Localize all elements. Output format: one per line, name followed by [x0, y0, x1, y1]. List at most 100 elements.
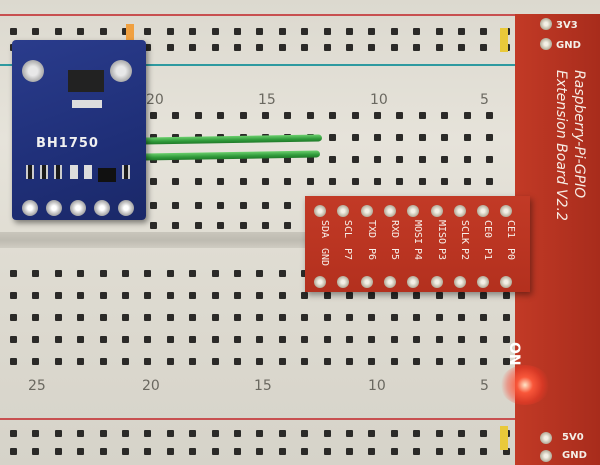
- rail-hole: [323, 44, 331, 51]
- strip-hole: [390, 292, 398, 299]
- extension-board-title: Raspberry-Pi-GPIO Extension Board V2.2: [552, 70, 588, 221]
- strip-hole: [239, 112, 247, 119]
- strip-hole: [150, 112, 157, 119]
- rail-hole: [54, 448, 62, 455]
- rail-hole: [32, 28, 40, 35]
- strip-hole: [144, 292, 152, 299]
- strip-hole: [390, 358, 398, 365]
- board-title-line1: Raspberry-Pi-GPIO: [571, 70, 587, 199]
- rail-hole: [323, 28, 331, 35]
- extension-header-pin: [500, 205, 513, 217]
- column-number-15-bottom: 15: [254, 378, 272, 394]
- strip-hole: [346, 336, 353, 343]
- strip-hole: [10, 270, 17, 277]
- orange-marker: [126, 24, 134, 42]
- light-sensor-icon: [68, 70, 104, 92]
- strip-hole: [217, 178, 225, 185]
- strip-hole: [396, 156, 404, 163]
- smd-resistor: [40, 165, 48, 179]
- strip-hole: [441, 156, 449, 163]
- rail-hole: [166, 44, 174, 51]
- strip-hole: [99, 358, 107, 365]
- strip-hole: [217, 156, 225, 163]
- rail-hole: [346, 448, 353, 455]
- strip-hole: [390, 336, 398, 343]
- column-number-25: 25: [28, 378, 46, 394]
- strip-hole: [150, 222, 157, 229]
- yellow-marker: [500, 28, 508, 52]
- column-number-15: 15: [258, 92, 276, 108]
- column-number-5: 5: [480, 92, 489, 108]
- rail-hole: [211, 44, 219, 51]
- strip-hole: [278, 336, 286, 343]
- rail-hole: [54, 28, 62, 35]
- strip-hole: [234, 270, 241, 277]
- strip-hole: [306, 112, 314, 119]
- strip-hole: [396, 112, 404, 119]
- strip-hole: [194, 178, 202, 185]
- strip-hole: [211, 336, 219, 343]
- extension-header-pin: [453, 205, 466, 217]
- strip-hole: [256, 336, 264, 343]
- strip-hole: [172, 222, 180, 229]
- rail-hole: [435, 44, 443, 51]
- extension-header-pin: [337, 205, 350, 217]
- rail-hole: [390, 448, 398, 455]
- rail-hole: [10, 28, 17, 35]
- column-number-10-bottom: 10: [368, 378, 386, 394]
- strip-hole: [301, 270, 309, 277]
- rail-hole: [413, 430, 421, 437]
- strip-hole: [54, 336, 62, 343]
- strip-hole: [284, 112, 292, 119]
- rail-hole: [301, 44, 309, 51]
- strip-hole: [396, 178, 404, 185]
- strip-hole: [211, 358, 219, 365]
- strip-hole: [262, 112, 269, 119]
- strip-hole: [435, 336, 443, 343]
- strip-hole: [480, 292, 488, 299]
- extension-header-pin: [337, 276, 350, 288]
- pin-label-mosi: MOSI: [412, 220, 424, 245]
- strip-hole: [211, 270, 219, 277]
- extension-header-pin: [430, 276, 443, 288]
- rail-hole: [99, 430, 107, 437]
- strip-hole: [441, 112, 449, 119]
- pin-label-gnd: GND: [319, 248, 330, 267]
- strip-hole: [278, 358, 286, 365]
- on-indicator-label: ON: [506, 342, 522, 366]
- rail-hole: [32, 430, 40, 437]
- rail-hole: [480, 448, 488, 455]
- strip-hole: [306, 178, 314, 185]
- strip-hole: [189, 270, 197, 277]
- rail-hole: [77, 430, 85, 437]
- module-pin-1: [22, 200, 38, 216]
- strip-hole: [144, 314, 152, 321]
- strip-hole: [54, 292, 62, 299]
- pin-label-p3: P3: [435, 248, 447, 261]
- strip-hole: [458, 292, 465, 299]
- strip-hole: [458, 314, 465, 321]
- smd-capacitor: [70, 165, 78, 179]
- strip-hole: [189, 314, 197, 321]
- strip-hole: [301, 336, 309, 343]
- pin-label-p4: P4: [412, 248, 424, 261]
- rail-hole: [234, 44, 241, 51]
- rail-hole: [323, 430, 331, 437]
- strip-hole: [54, 270, 62, 277]
- strip-hole: [346, 292, 353, 299]
- pin-label-rxd: RXD: [388, 220, 400, 239]
- strip-hole: [441, 134, 449, 141]
- rail-hole: [458, 448, 465, 455]
- rail-hole: [278, 28, 286, 35]
- strip-hole: [368, 292, 376, 299]
- strip-hole: [502, 336, 510, 343]
- rail-hole: [211, 448, 219, 455]
- strip-hole: [374, 134, 381, 141]
- strip-hole: [262, 156, 269, 163]
- strip-hole: [122, 358, 129, 365]
- strip-hole: [239, 156, 247, 163]
- strip-hole: [144, 358, 152, 365]
- power-label-gnd-bottom: GND: [562, 450, 587, 461]
- strip-hole: [463, 178, 471, 185]
- extension-header-pin: [360, 276, 373, 288]
